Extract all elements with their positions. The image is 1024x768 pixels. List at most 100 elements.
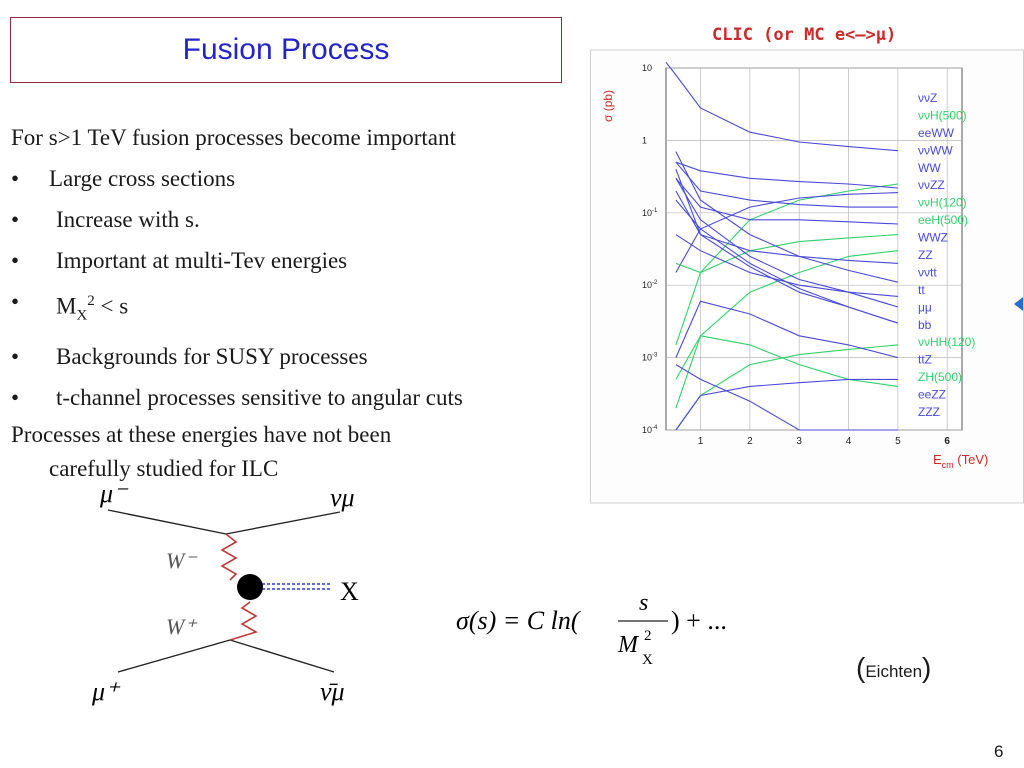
bullet-item: • Increase with s. (11, 199, 611, 240)
title-box: Fusion Process (10, 17, 562, 83)
series-line (675, 335, 898, 409)
series-label: ννtt (918, 265, 937, 279)
eq-rhs: ) + ... (671, 606, 727, 635)
cross-section-equation: σ(s) = C ln( s M X 2 ) + ... (456, 590, 727, 668)
bullet-marker: • (11, 344, 20, 370)
series-line (665, 61, 898, 152)
x-tick-label: 6 (944, 436, 950, 447)
reference: (Eichten) (856, 652, 931, 684)
x-label-main: E (933, 452, 942, 467)
series-line (675, 183, 898, 346)
x-tick-label: 5 (895, 436, 901, 447)
x-label-sub: cm (942, 460, 954, 470)
y-tick-label: 1 (642, 135, 647, 145)
body-text: For s>1 TeV fusion processes become impo… (11, 117, 611, 486)
x-tick-label: 3 (796, 436, 802, 447)
bullet-item: • Important at multi-Tev energies (11, 240, 611, 281)
series-label: ttZ (918, 353, 932, 367)
y-tick-label: 10-4 (642, 425, 658, 435)
label-x: X (340, 577, 359, 606)
x-tick-label: 2 (747, 436, 753, 447)
bullet-item: • Large cross sections (11, 158, 611, 199)
closing-line-1: Processes at these energies have not bee… (11, 422, 392, 448)
eq-den-sup: 2 (644, 628, 652, 644)
bullet-marker: • (11, 385, 20, 411)
series-label: ννZ (918, 91, 937, 105)
y-axis-label: σ (pb) (601, 90, 615, 122)
series-label: WWZ (918, 231, 948, 245)
w-minus-propagator (220, 533, 238, 581)
series-label: ZZ (918, 248, 933, 262)
ref-open-paren: ( (856, 652, 866, 683)
w-plus-propagator (229, 601, 259, 641)
series-label: tt (918, 283, 925, 297)
y-tick-exponent: -2 (652, 280, 658, 286)
bullet-text: Backgrounds for SUSY processes (56, 344, 368, 370)
closing-line-2: carefully studied for ILC (49, 456, 279, 482)
y-tick-exponent: -1 (652, 208, 658, 214)
eq-lhs: σ(s) = C ln( (456, 606, 581, 635)
series-label: eeH(500) (918, 213, 968, 227)
bullet-text: t-channel processes sensitive to angular… (56, 385, 463, 411)
mass-subscript: X (76, 307, 88, 324)
series-label: ννWW (918, 143, 953, 157)
series-line (675, 161, 898, 208)
series-label: eeZZ (918, 388, 946, 402)
bullet-marker: • (11, 207, 20, 232)
mu-plus-line (117, 639, 231, 673)
series-line (675, 364, 898, 431)
reference-name: Eichten (865, 662, 923, 681)
series-label: eeWW (918, 126, 955, 140)
mass-symbol: M (56, 293, 77, 319)
series-label: ννHH(120) (918, 335, 975, 349)
mu-minus-line (107, 509, 227, 535)
x-tick-label: 4 (846, 436, 852, 447)
series-label: ννH(500) (918, 108, 967, 122)
slide-nav-arrow-icon (1014, 297, 1023, 311)
series-line (675, 378, 898, 431)
label-mu-minus: μ⁻ (99, 479, 129, 508)
mass-superscript: 2 (87, 293, 95, 309)
eq-den-sub: X (642, 652, 653, 668)
bullet-marker: • (11, 289, 20, 314)
series-line (675, 177, 898, 225)
series-label: μμ (918, 300, 932, 314)
feynman-diagram: μ⁻ νμ W⁻ X W⁺ μ⁺ ν̄μ (91, 479, 359, 706)
series-label: ZH(500) (918, 370, 962, 384)
x-axis-label: Ecm (TeV) (933, 452, 988, 470)
vertex-blob (237, 574, 263, 600)
series-line (675, 190, 899, 324)
series-line (675, 161, 898, 189)
y-tick-label: 10-2 (642, 280, 658, 290)
bullet-text: Important at multi-Tev energies (56, 248, 348, 273)
plot-frame (665, 67, 963, 431)
label-w-minus: W⁻ (166, 548, 198, 573)
cross-section-chart: CLIC (or MC e<–>μ) σ (pb) Ecm (TeV) 1 2 3 4… (590, 25, 1024, 504)
bullet-text: Large cross sections (49, 166, 236, 191)
series-line (675, 250, 898, 380)
series-label: ννZZ (918, 178, 945, 192)
bullet-marker: • (11, 248, 20, 273)
eq-numerator: s (639, 590, 648, 616)
ref-close-paren: ) (922, 652, 932, 683)
y-tick-label: 10 (642, 63, 652, 73)
x-label-unit: (TeV) (954, 452, 989, 467)
bullet-item: • t-channel processes sensitive to angul… (11, 377, 611, 418)
eq-denominator: M (617, 632, 640, 658)
mass-rest: < s (94, 293, 129, 319)
page-number: 6 (994, 742, 1004, 761)
series-line (675, 151, 899, 283)
chart-title: CLIC (or MC e<–>μ) (712, 25, 896, 45)
series-line (675, 234, 898, 274)
label-nu-mu: νμ (330, 483, 355, 512)
series-line (675, 178, 899, 308)
intro-line: For s>1 TeV fusion processes become impo… (11, 125, 456, 150)
bullet-item: • Backgrounds for SUSY processes (11, 336, 611, 377)
slide-title: Fusion Process (182, 33, 390, 66)
label-nubar-mu: ν̄μ (320, 677, 345, 706)
x-tick-label: 1 (698, 436, 704, 447)
bullet-text-mass: MX2 < s (49, 281, 128, 336)
bullet-item: • MX2 < s (11, 281, 611, 336)
label-mu-plus: μ⁺ (91, 677, 121, 706)
